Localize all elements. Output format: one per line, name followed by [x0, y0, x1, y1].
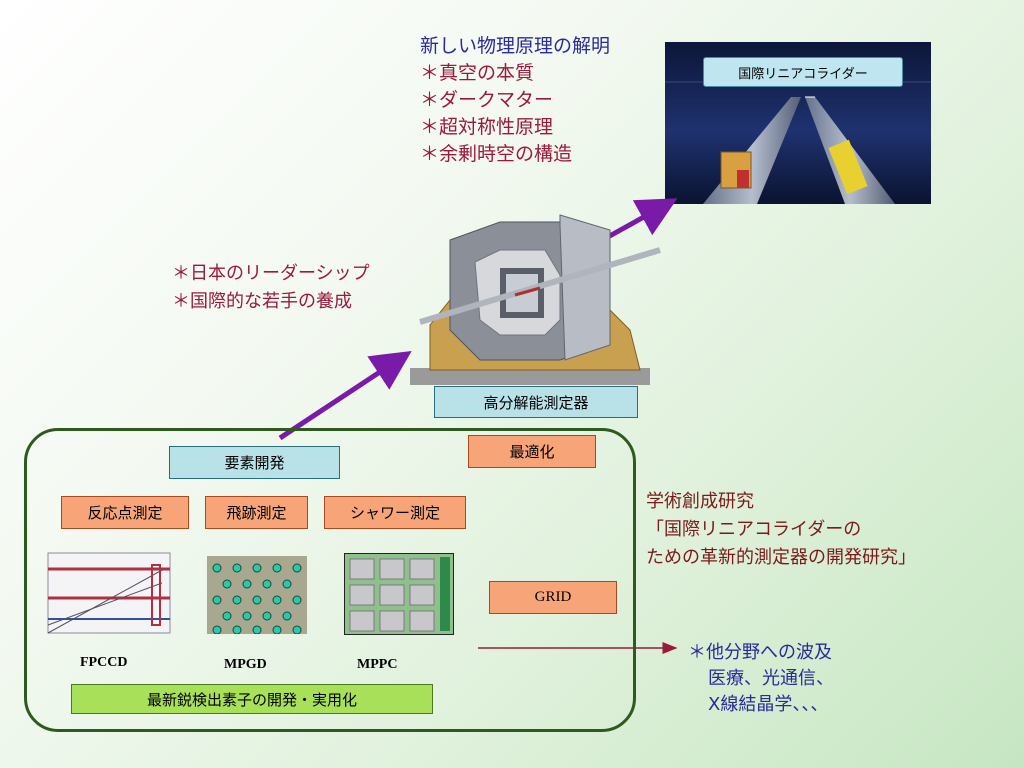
- tunnel-illustration: [665, 81, 931, 204]
- research-line: 「国際リニアコライダーの: [646, 519, 862, 540]
- physics-goals: 新しい物理原理の解明 ＊真空の本質 ＊ダークマター ＊超対称性原理 ＊余剰時空の…: [420, 33, 610, 168]
- spinoff-notes: ＊他分野への波及 医療、光通信、 X線結晶学、、、: [688, 640, 834, 718]
- vertex-measurement-label: 反応点測定: [61, 496, 189, 529]
- goal-item: ＊ダークマター: [420, 89, 554, 111]
- spinoff-line: X線結晶学、、、: [708, 694, 829, 715]
- detector-label: 高分解能測定器: [434, 386, 638, 418]
- goal-item: ＊真空の本質: [420, 62, 535, 84]
- goal-item: ＊超対称性原理: [420, 116, 554, 138]
- research-line: ための革新的測定器の開発研究」: [646, 547, 916, 568]
- goal-title: 新しい物理原理の解明: [420, 35, 611, 57]
- leadership-item: ＊日本のリーダーシップ: [172, 263, 370, 284]
- element-development-frame: [24, 428, 636, 732]
- ilc-tunnel-image: 国際リニアコライダー: [665, 42, 931, 204]
- research-line: 学術創成研究: [646, 491, 754, 512]
- goal-item: ＊余剰時空の構造: [420, 143, 573, 165]
- research-program: 学術創成研究 「国際リニアコライダーの ための革新的測定器の開発研究」: [646, 488, 916, 572]
- fpccd-image: [47, 552, 171, 634]
- mppc-image: [344, 553, 454, 635]
- fpccd-label: FPCCD: [80, 655, 128, 670]
- optimize-label: 最適化: [468, 435, 596, 468]
- tracking-measurement-label: 飛跡測定: [205, 496, 308, 529]
- mpgd-image: [207, 556, 307, 634]
- ilc-label: 国際リニアコライダー: [703, 57, 903, 87]
- element-dev-label: 要素開発: [169, 446, 340, 479]
- sensor-development-label: 最新鋭検出素子の開発・実用化: [71, 684, 433, 714]
- leadership-item: ＊国際的な若手の養成: [172, 291, 352, 312]
- spinoff-title: ＊他分野への波及: [688, 642, 832, 663]
- mppc-label: MPPC: [357, 657, 398, 672]
- shower-measurement-label: シャワー測定: [324, 496, 466, 529]
- grid-label: GRID: [489, 581, 617, 614]
- mpgd-label: MPGD: [224, 657, 267, 672]
- spinoff-line: 医療、光通信、: [708, 668, 834, 689]
- leadership-notes: ＊日本のリーダーシップ ＊国際的な若手の養成: [172, 260, 370, 316]
- arrow-elements-to-detector: [278, 350, 412, 441]
- arrow-detector-to-ilc: [604, 198, 678, 241]
- detector-illustration: [410, 214, 661, 385]
